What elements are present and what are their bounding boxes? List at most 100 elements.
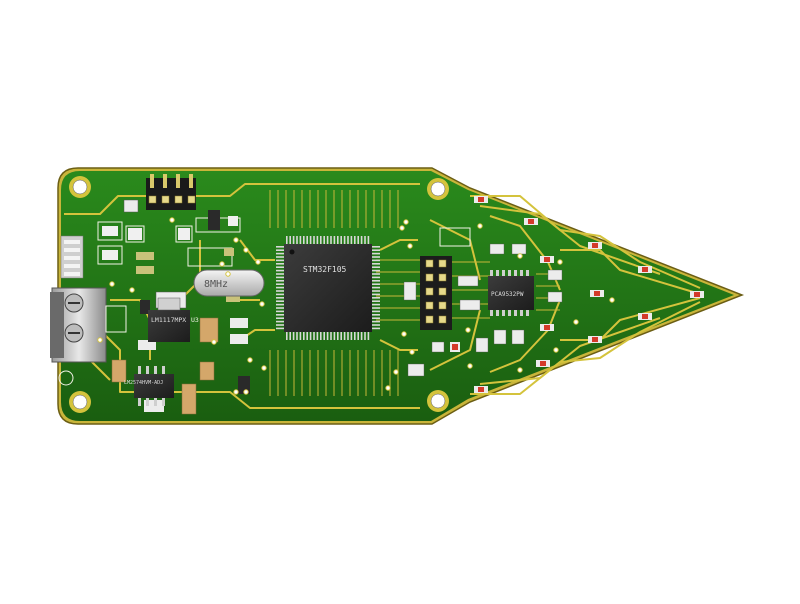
usb-connector <box>60 235 84 279</box>
via <box>225 271 231 277</box>
pin-header-middle <box>420 256 452 330</box>
mcu-pin <box>292 332 295 340</box>
crystal-oscillator: 8MHz <box>193 269 265 297</box>
mcu-pin <box>340 236 342 244</box>
mcu-pin <box>372 317 380 319</box>
mcu-pins <box>276 236 380 340</box>
via <box>219 261 225 267</box>
mcu-pin <box>367 332 370 340</box>
via <box>129 287 135 293</box>
mcu-pin <box>372 256 380 258</box>
via <box>385 385 391 391</box>
mcu-pin <box>316 236 319 244</box>
mcu-pin <box>320 236 322 244</box>
led-driver-chip: PCA9532PW <box>488 270 534 316</box>
mcu-pin <box>296 332 298 340</box>
mcu-pin <box>372 300 380 302</box>
via <box>261 365 267 371</box>
mcu-pin <box>357 332 359 340</box>
mcu-pin <box>372 286 380 289</box>
mcu-pin <box>340 332 342 340</box>
thin-traces <box>269 190 560 396</box>
mcu-pin <box>337 332 339 340</box>
mcu-pin <box>306 332 308 340</box>
mcu-pin <box>276 259 284 262</box>
crystal-label: 8MHz <box>204 279 228 290</box>
via <box>557 259 563 265</box>
pin-header-top <box>146 174 196 210</box>
mcu-pin <box>350 332 353 340</box>
mcu-pin <box>354 332 356 340</box>
vias <box>97 217 615 395</box>
mcu-pin <box>372 259 380 262</box>
mcu-pin <box>276 283 284 285</box>
mcu-pin <box>372 327 380 330</box>
mcu-pin <box>372 290 380 292</box>
via <box>609 297 615 303</box>
via <box>573 319 579 325</box>
mcu-pin <box>303 236 305 244</box>
mcu-pin <box>276 266 284 268</box>
via <box>97 337 103 343</box>
mcu-pin <box>330 332 332 340</box>
status-leds <box>450 196 704 393</box>
via <box>517 367 523 373</box>
mcu-pin <box>276 280 284 282</box>
mcu-pin <box>367 236 370 244</box>
mcu-pin <box>313 332 315 340</box>
mcu-pin <box>276 297 284 299</box>
mcu-pin <box>276 320 284 323</box>
via <box>553 347 559 353</box>
mcu-pin <box>276 314 284 316</box>
mcu-pin <box>292 236 295 244</box>
mcu-pin <box>276 276 284 279</box>
mcu-pin <box>276 269 284 272</box>
mcu-pin <box>276 246 284 248</box>
mcu-pin <box>354 236 356 244</box>
mcu-pin <box>372 324 380 326</box>
via <box>211 339 217 345</box>
mcu-pin <box>276 310 284 313</box>
mcu-pin <box>372 269 380 272</box>
mcu-pin <box>372 276 380 279</box>
mcu-pin <box>276 273 284 275</box>
mcu-pin <box>276 300 284 302</box>
mcu-pin <box>276 252 284 255</box>
ldo-regulator: LM1117MPX U3 <box>148 297 199 342</box>
mcu-pin <box>372 307 380 309</box>
mcu-pin <box>286 236 288 244</box>
mcu-pin <box>372 280 380 282</box>
mcu-pin <box>276 286 284 289</box>
mcu-pin <box>303 332 305 340</box>
via <box>403 219 409 225</box>
via <box>465 327 471 333</box>
mcu-pin <box>347 236 349 244</box>
mcu-pin <box>276 317 284 319</box>
mounting-holes <box>69 176 449 413</box>
mcu-pin <box>313 236 315 244</box>
mcu-pin <box>364 332 366 340</box>
mcu-pin <box>372 249 380 251</box>
mcu-pin <box>320 332 322 340</box>
mcu-pin <box>372 314 380 316</box>
mcu-pin <box>372 297 380 299</box>
mcu-pin <box>372 266 380 268</box>
via <box>233 237 239 243</box>
via <box>477 223 483 229</box>
mcu-pin <box>276 293 284 296</box>
mcu-pin <box>333 332 336 340</box>
mcu-chip: STM32F105 <box>276 236 380 340</box>
via <box>409 349 415 355</box>
mcu-pin <box>360 332 363 340</box>
via <box>247 357 253 363</box>
mcu-pin <box>276 324 284 326</box>
mcu-pin <box>309 332 312 340</box>
ldo-ref-label: U3 <box>191 316 199 324</box>
driver-label: PCA9532PW <box>491 291 524 298</box>
mcu-pin <box>364 236 366 244</box>
mcu-label: STM32F105 <box>303 265 347 274</box>
mcu-pin <box>276 327 284 330</box>
via <box>259 301 265 307</box>
